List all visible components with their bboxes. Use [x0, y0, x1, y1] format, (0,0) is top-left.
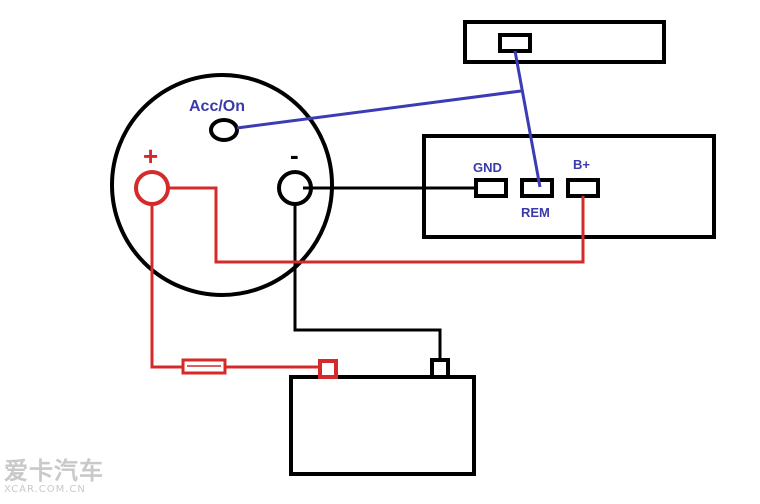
- head-unit-box: [463, 20, 666, 64]
- battery-negative-post: [430, 358, 450, 379]
- remote-wire-acc-to-junction: [236, 89, 522, 130]
- battery-box: [289, 375, 476, 476]
- b-plus-terminal: [566, 178, 600, 198]
- ground-wire-to-battery: [293, 204, 442, 360]
- plus-sign: +: [143, 141, 158, 171]
- head-unit-remote-terminal: [498, 33, 532, 53]
- rem-label: REM: [521, 205, 550, 220]
- minus-sign: -: [290, 140, 299, 170]
- watermark-brand: 爱卡汽车: [4, 457, 104, 485]
- b-plus-label: B+: [573, 157, 590, 172]
- battery-positive-post: [318, 359, 338, 379]
- acc-on-label: Acc/On: [189, 98, 245, 115]
- gnd-label: GND: [473, 160, 502, 175]
- watermark-site: XCAR.COM.CN: [4, 484, 86, 495]
- positive-terminal-ring-outer: [134, 170, 170, 206]
- power-wire-to-amp: [168, 186, 585, 264]
- power-wire-to-battery: [150, 204, 320, 369]
- remote-wire-head-unit-to-amp: [513, 50, 542, 188]
- gnd-terminal: [474, 178, 508, 198]
- rem-terminal: [520, 178, 554, 198]
- watermark: 爱卡汽车 XCAR.COM.CN: [4, 458, 104, 496]
- acc-on-terminal: [209, 118, 239, 142]
- round-connector-body: [110, 73, 334, 297]
